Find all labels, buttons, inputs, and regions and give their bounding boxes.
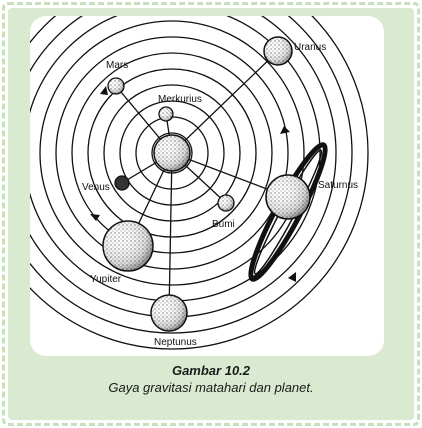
caption-title: Gambar 10.2 xyxy=(171,363,251,378)
label-saturnus: Saturnus xyxy=(318,180,358,191)
label-bumi: Bumi xyxy=(212,219,235,230)
orbit-4 xyxy=(103,84,241,222)
sun-shade xyxy=(154,135,190,171)
label-neptunus: Neptunus xyxy=(154,337,197,348)
planet-bumi xyxy=(217,194,235,212)
sun xyxy=(153,134,191,172)
arrow-neptunus-orbit xyxy=(288,272,296,282)
arrow-saturnus-orbit xyxy=(280,126,290,134)
planet-uranus xyxy=(263,36,293,66)
planet-neptunus xyxy=(150,294,188,332)
label-uranus: Uranus xyxy=(294,42,326,53)
orbit-11 xyxy=(30,16,353,334)
label-venus: Venus xyxy=(82,182,110,193)
line-neptunus xyxy=(168,152,173,314)
orbit-8 xyxy=(39,20,305,286)
label-yupiter: Yupiter xyxy=(90,274,122,285)
orbit-5 xyxy=(87,68,257,238)
arrow-yupiter-orbit xyxy=(90,214,100,221)
label-mars: Mars xyxy=(106,60,128,71)
orbits xyxy=(30,16,369,350)
planet-venus xyxy=(114,175,130,191)
orbit-7 xyxy=(55,36,289,270)
planet-mars xyxy=(107,77,125,95)
arrow-mars-orbit xyxy=(100,86,108,95)
planet-merkurius xyxy=(158,106,174,122)
planet-saturnus xyxy=(265,174,311,220)
orbit-12 xyxy=(30,16,369,350)
caption-text: Gaya gravitasi matahari dan planet. xyxy=(108,380,314,395)
solar-system-diagram: Mars Merkurius Venus Bumi Yupiter Neptun… xyxy=(30,16,369,350)
label-merkurius: Merkurius xyxy=(158,94,202,105)
figure-caption: Gambar 10.2 Gaya gravitasi matahari dan … xyxy=(8,362,414,396)
orbit-arrows xyxy=(90,86,296,282)
figure-card: Mars Merkurius Venus Bumi Yupiter Neptun… xyxy=(30,16,384,356)
orbit-6 xyxy=(71,52,273,254)
planet-yupiter xyxy=(102,220,154,272)
planet-labels: Mars Merkurius Venus Bumi Yupiter Neptun… xyxy=(82,42,358,348)
line-uranus xyxy=(171,50,279,154)
orbit-3 xyxy=(119,100,225,206)
